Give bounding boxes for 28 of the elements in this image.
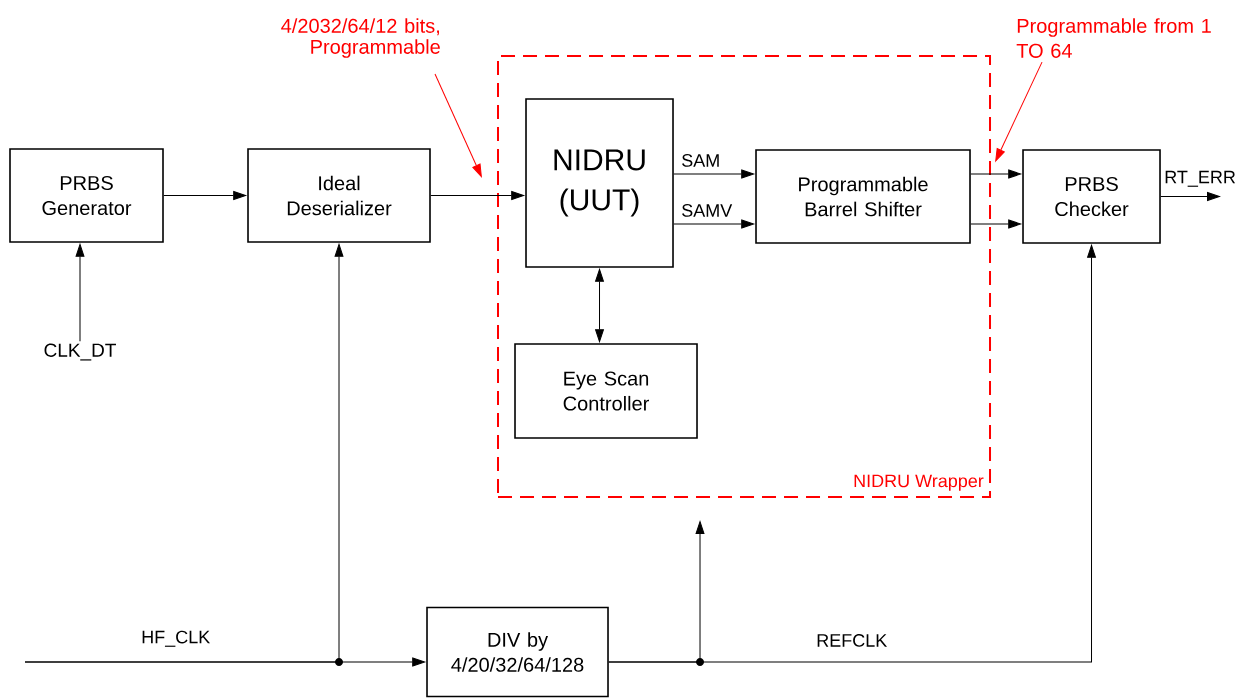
leader-line (434, 73, 482, 177)
process-box: DIV by 4/20/32/64/128 (426, 606, 609, 698)
process-box: NIDRU (UUT) (525, 98, 674, 268)
process-box: PRBS Checker (1022, 149, 1161, 244)
arrow (430, 191, 525, 200)
edge-label: SAMV (682, 204, 733, 217)
edge-label: REFCLK (817, 634, 888, 647)
arrow (1160, 192, 1220, 201)
signal-label: CLK_DT (44, 343, 116, 361)
arrow (970, 169, 1022, 179)
arrow (673, 219, 755, 229)
arrow (75, 243, 85, 342)
annotation-text: Programmable from 1 TO 64 (1016, 18, 1211, 58)
edge-label: RT_ERR (1165, 170, 1236, 187)
arrow (163, 191, 247, 200)
process-box: Eye Scan Controller (514, 343, 698, 439)
annotation-text: 4/2032/64/12 bits, Programmable (281, 18, 440, 58)
arrow (24, 243, 344, 663)
arrow (673, 169, 755, 179)
edge-label: SAM (682, 154, 719, 167)
arrow (608, 521, 705, 663)
edge-label: HF_CLK (142, 630, 210, 647)
leader-line (995, 61, 1043, 162)
arrow (970, 219, 1022, 229)
process-box: Ideal Deserializer (247, 148, 431, 243)
process-box: PRBS Generator (9, 148, 164, 243)
process-box: Programmable Barrel Shifter (755, 149, 971, 244)
arrow (595, 268, 604, 343)
